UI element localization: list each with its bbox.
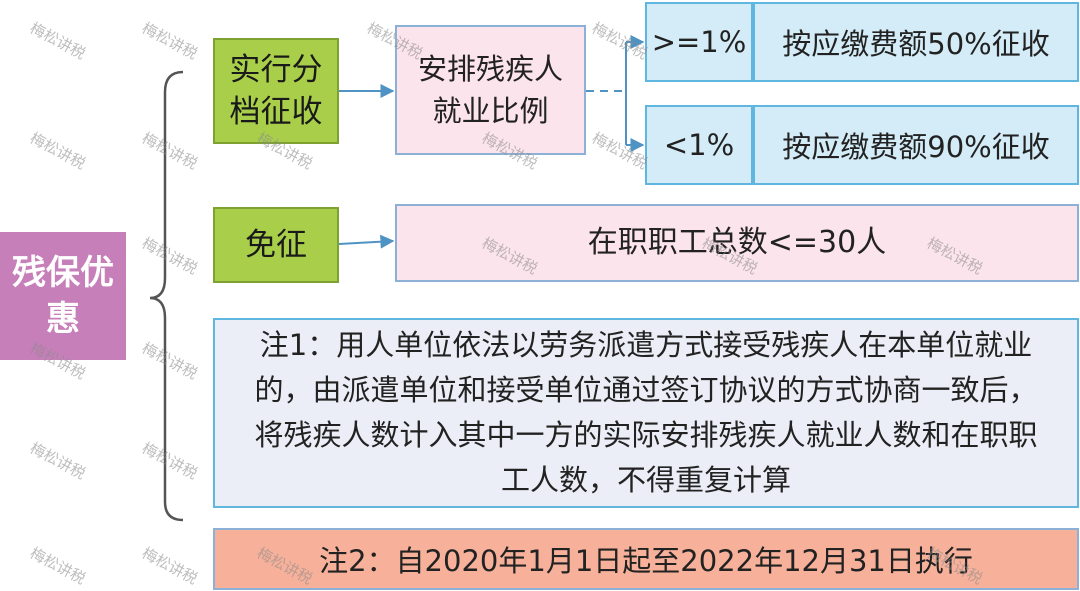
- watermark: 梅松讲税: [27, 543, 89, 588]
- employment-ratio-node: 安排残疾人就业比例: [395, 25, 586, 155]
- tier2-condition: <1%: [645, 105, 753, 185]
- arrow-exempt-to-condition: [338, 234, 395, 249]
- watermark: 梅松讲税: [139, 128, 201, 173]
- tier1-condition: >=1%: [645, 2, 753, 82]
- note-2: 注2：自2020年1月1日起至2022年12月31日执行: [213, 528, 1079, 590]
- root-node: 残保优惠: [0, 232, 126, 360]
- watermark: 梅松讲税: [139, 233, 201, 278]
- watermark: 梅松讲税: [589, 18, 651, 63]
- watermark: 梅松讲税: [27, 438, 89, 483]
- watermark: 梅松讲税: [139, 543, 201, 588]
- tier1-result: 按应缴费额50%征收: [753, 2, 1079, 82]
- watermark: 梅松讲税: [139, 438, 201, 483]
- note-1: 注1：用人单位依法以劳务派遣方式接受残疾人在本单位就业的，由派遣单位和接受单位通…: [213, 318, 1079, 508]
- watermark: 梅松讲税: [589, 128, 651, 173]
- watermark: 梅松讲税: [27, 18, 89, 63]
- watermark: 梅松讲税: [139, 18, 201, 63]
- exemption-node: 免征: [213, 207, 339, 283]
- graded-collection-node: 实行分档征收: [213, 38, 339, 144]
- tier2-result: 按应缴费额90%征收: [753, 105, 1079, 185]
- exemption-condition: 在职职工总数<=30人: [395, 204, 1079, 282]
- watermark: 梅松讲税: [139, 338, 201, 383]
- watermark: 梅松讲税: [27, 128, 89, 173]
